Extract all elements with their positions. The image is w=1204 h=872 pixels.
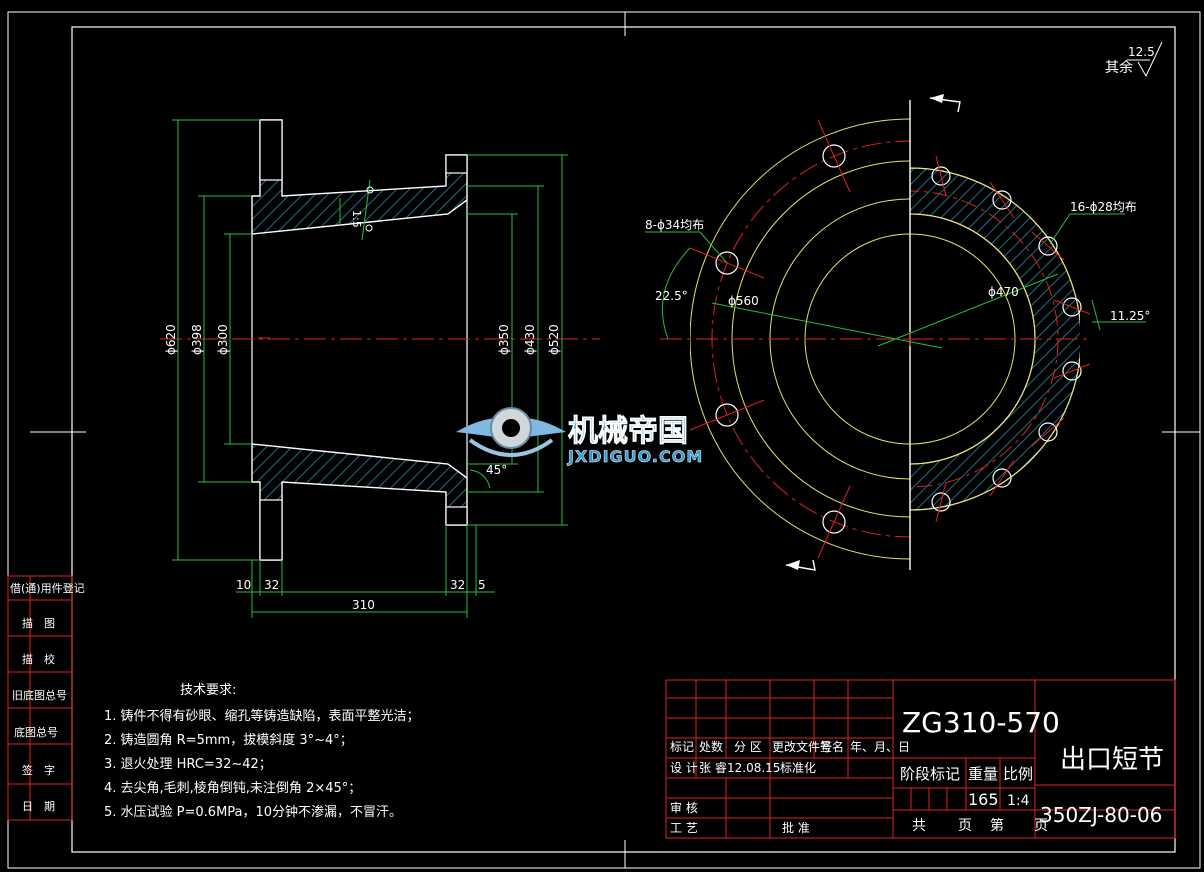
label-angle-22: 22.5° xyxy=(655,289,688,303)
tech-item-1: 1. 铸件不得有砂眼、缩孔等铸造缺陷，表面平整光洁； xyxy=(104,708,420,724)
stage-label: 阶段标记 xyxy=(900,765,960,783)
tech-item-2: 2. 铸造圆角 R=5mm，拔模斜度 3°~4°； xyxy=(104,732,353,748)
side-label-3: 描 校 xyxy=(22,652,55,666)
section-view xyxy=(160,119,600,618)
side-label-2: 描 图 xyxy=(22,616,55,630)
scale-label: 比例 xyxy=(1003,765,1033,783)
weight-value: 165 xyxy=(968,790,999,809)
side-register-table xyxy=(7,575,73,821)
section-hatch-bottom xyxy=(251,443,468,561)
label-holes8: 8-ϕ34均布 xyxy=(645,218,704,232)
side-register-labels: 借(通)用件登记 描 图 描 校 旧底图总号 底图总号 签 字 日 期 xyxy=(10,581,85,813)
dim-d398: ϕ398 xyxy=(190,324,204,355)
approve-label: 批 准 xyxy=(782,820,810,835)
tech-requirements: 技术要求: 1. 铸件不得有砂眼、缩孔等铸造缺陷，表面平整光洁； 2. 铸造圆角… xyxy=(104,683,420,820)
design-date: 12.08.15 xyxy=(727,761,780,775)
label-angle-11: 11.25° xyxy=(1110,309,1150,323)
dim-d350: ϕ350 xyxy=(497,324,511,355)
design-label: 设 计 xyxy=(670,761,698,775)
standardization: 标准化 xyxy=(780,761,816,775)
sheet-unit: 页 xyxy=(958,818,972,834)
label-holes16: 16-ϕ28均布 xyxy=(1070,200,1137,214)
flange-view xyxy=(645,94,1146,571)
dim-32b: 32 xyxy=(450,578,465,592)
dim-d300: ϕ300 xyxy=(216,324,230,355)
label-d560: ϕ560 xyxy=(728,294,759,308)
sheet-total: 共 xyxy=(912,818,926,834)
hdr-sign: 签名 xyxy=(820,739,844,754)
hdr-zone: 分 区 xyxy=(734,740,762,754)
dim-d520: ϕ520 xyxy=(547,324,561,355)
scale-value: 1:4 xyxy=(1007,793,1030,809)
side-label-1: 借(通)用件登记 xyxy=(10,581,85,595)
watermark-url: JXDIGUO.COM xyxy=(567,447,703,466)
dim-310: 310 xyxy=(352,598,375,612)
side-label-6: 签 字 xyxy=(22,763,55,777)
tech-title: 技术要求: xyxy=(180,683,236,698)
roughness-symbol: 12.5 其余 xyxy=(1105,41,1163,78)
roughness-label: 其余 xyxy=(1105,59,1133,76)
drawing-number: 350ZJ-80-06 xyxy=(1040,803,1162,827)
bolt-holes-8 xyxy=(715,144,846,534)
tech-item-5: 5. 水压试验 P=0.6MPa，10分钟不渗漏，不冒汗。 xyxy=(104,804,402,820)
dim-d430: ϕ430 xyxy=(523,324,537,355)
hdr-date: 年、月、日 xyxy=(850,740,910,754)
watermark-logo xyxy=(456,407,566,457)
side-label-7: 日 期 xyxy=(22,800,55,813)
title-block-text: ZG310-570 出口短节 350ZJ-80-06 标记 处数 分 区 更改文… xyxy=(670,706,1164,835)
dim-10: 10 xyxy=(236,578,251,592)
weight-label: 重量 xyxy=(968,765,998,783)
tech-item-3: 3. 退火处理 HRC=32~42； xyxy=(104,757,272,772)
flange-dim-text: 8-ϕ34均布 16-ϕ28均布 22.5° 11.25° ϕ560 ϕ470 xyxy=(645,200,1150,323)
side-label-4: 旧底图总号 xyxy=(12,688,67,702)
dim-taper: 1:5 xyxy=(350,210,363,228)
hdr-mark: 标记 xyxy=(670,740,694,754)
sheet-border xyxy=(7,11,1201,869)
section-dim-text: ϕ620 ϕ398 ϕ300 ϕ350 ϕ430 ϕ520 1:5 45° 10… xyxy=(164,210,561,612)
dim-d620: ϕ620 xyxy=(164,324,178,355)
dim-32a: 32 xyxy=(264,578,279,592)
designer: 张 睿 xyxy=(699,760,727,775)
bolt-holes-16 xyxy=(931,166,1082,512)
label-d470: ϕ470 xyxy=(988,285,1019,299)
roughness-value: 12.5 xyxy=(1128,45,1155,59)
material: ZG310-570 xyxy=(902,706,1060,739)
dim-chamfer: 45° xyxy=(486,463,507,477)
sheet-unit-2: 页 xyxy=(1034,818,1048,834)
part-name: 出口短节 xyxy=(1060,745,1164,775)
sheet-no: 第 xyxy=(990,817,1004,834)
watermark-name: 机械帝国 xyxy=(568,414,688,449)
review-label: 审 核 xyxy=(670,800,698,815)
dim-5: 5 xyxy=(478,578,486,592)
hdr-count: 处数 xyxy=(699,739,723,754)
section-dimensions xyxy=(172,119,568,618)
process-label: 工 艺 xyxy=(670,821,698,835)
side-label-5: 底图总号 xyxy=(14,725,58,739)
tech-item-4: 4. 去尖角,毛刺,棱角倒钝,未注倒角 2×45°； xyxy=(104,780,361,796)
title-block-grid xyxy=(665,679,1176,839)
hdr-change: 更改文件号 xyxy=(772,739,832,754)
